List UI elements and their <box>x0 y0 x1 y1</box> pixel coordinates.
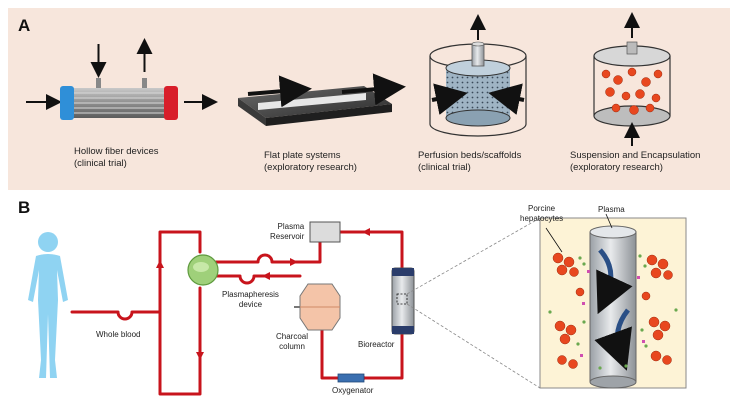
plasma-reservoir-icon <box>309 221 341 243</box>
oxygenator-label: Oxygenator <box>332 386 374 395</box>
charcoal-column-icon <box>294 283 341 331</box>
panel-b-letter: B <box>18 198 31 217</box>
bioreactor-icon <box>391 267 415 335</box>
zoom-guide-lines <box>406 217 541 389</box>
whole-blood-label: Whole blood <box>96 330 141 339</box>
hollow-fiber-caption: Hollow fiber devices(clinical trial) <box>74 146 159 169</box>
perfusion-bed-caption: Perfusion beds/scaffolds(clinical trial) <box>418 150 522 173</box>
suspension-caption: Suspension and Encapsulation(exploratory… <box>570 150 701 173</box>
flat-plate-caption: Flat plate systems(exploratory research) <box>264 150 357 173</box>
inset-label-pointers <box>545 213 613 253</box>
perfusion-bed-icon <box>429 14 527 137</box>
flat-plate-system-icon <box>238 73 406 126</box>
patient-body-icon <box>28 232 68 378</box>
flow-arrows <box>156 228 406 382</box>
plasmapheresis-device-icon <box>187 254 219 286</box>
oxygenator-icon <box>337 373 365 383</box>
plasma-label: Plasma <box>598 205 625 214</box>
bioreactor-inset <box>539 217 687 389</box>
bioreactor-label: Bioreactor <box>358 340 395 349</box>
hollow-fiber-device-icon <box>26 38 218 120</box>
blood-circuit-tubing <box>70 230 404 396</box>
panel-a-letter: A <box>18 16 31 35</box>
suspension-encapsulation-icon <box>593 12 671 146</box>
